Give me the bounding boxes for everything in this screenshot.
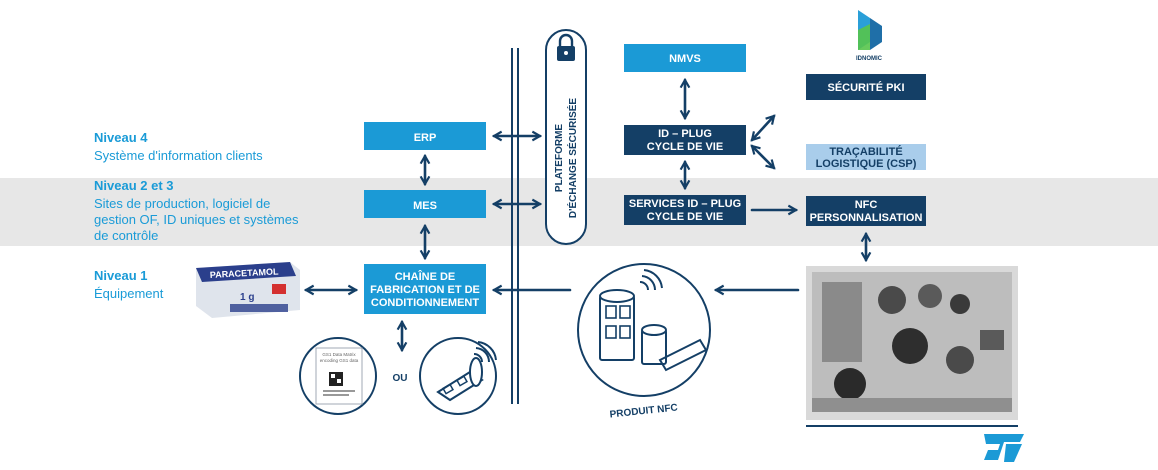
- chaine-label: CHAÎNE DE FABRICATION ET DE CONDITIONNEM…: [370, 270, 480, 309]
- svg-text:TRAÇABILITÉ: TRAÇABILITÉ: [829, 145, 902, 158]
- svg-text:de contrôle: de contrôle: [94, 228, 158, 243]
- svg-text:Système d'information clients: Système d'information clients: [94, 148, 263, 163]
- tracabilite-box: [806, 144, 926, 170]
- svg-text:SERVICES ID – PLUG: SERVICES ID – PLUG: [629, 198, 741, 210]
- lock-icon: [557, 33, 575, 61]
- svg-text:ID – PLUG: ID – PLUG: [658, 128, 712, 140]
- st-logo-icon: [984, 434, 1024, 462]
- datamatrix-card: GS1 Data Matrix encoding GS1 data: [299, 337, 377, 415]
- chaine-box: [364, 264, 486, 314]
- svg-text:IDNOMIC: IDNOMIC: [856, 56, 883, 62]
- idnomic-logo-icon: IDNOMIC: [856, 10, 883, 62]
- nfc-product-circle: PRODUIT NFC: [577, 263, 711, 421]
- svg-text:Niveau 4: Niveau 4: [94, 130, 148, 145]
- idplug-box: [624, 125, 746, 155]
- svg-text:CONDITIONNEMENT: CONDITIONNEMENT: [371, 297, 479, 309]
- idplug-pki-arrow: [750, 114, 776, 142]
- svg-text:gestion OF, ID uniques et syst: gestion OF, ID uniques et systèmes: [94, 212, 299, 227]
- nfc-label: NFC PERSONNALISATION: [810, 199, 923, 224]
- svg-text:NFC: NFC: [855, 199, 878, 211]
- pki-label: SÉCURITÉ PKI: [827, 81, 904, 94]
- svg-text:GS1 Data Matrix: GS1 Data Matrix: [322, 352, 356, 357]
- platform-label-1: PLATEFORME: [554, 124, 565, 192]
- erp-box: [364, 122, 486, 150]
- nmvs-label: NMVS: [669, 53, 701, 65]
- level-4-label: Niveau 4 Système d'information clients: [94, 130, 263, 163]
- nfc-product-label: PRODUIT NFC: [609, 402, 678, 420]
- svg-text:Équipement: Équipement: [94, 286, 164, 301]
- svg-text:Sites de production, logiciel: Sites de production, logiciel de: [94, 196, 270, 211]
- svg-text:PERSONNALISATION: PERSONNALISATION: [810, 212, 923, 224]
- mes-label: MES: [413, 200, 437, 212]
- svg-text:CYCLE DE VIE: CYCLE DE VIE: [647, 211, 723, 223]
- services-box: [624, 195, 746, 225]
- paracetamol-dose: 1 g: [240, 292, 254, 303]
- svg-text:CHAÎNE DE: CHAÎNE DE: [395, 270, 456, 283]
- level-1-label: Niveau 1 Équipement: [94, 268, 164, 301]
- paracetamol-box: PARACETAMOL 1 g: [196, 262, 300, 318]
- nfc-roll-circle: [419, 337, 497, 415]
- nfc-box: [806, 196, 926, 226]
- idplug-tracabilite-arrow: [750, 144, 776, 170]
- svg-text:CYCLE DE VIE: CYCLE DE VIE: [647, 141, 723, 153]
- tracabilite-label: TRAÇABILITÉ LOGISTIQUE (CSP): [816, 145, 917, 170]
- erp-label: ERP: [414, 132, 437, 144]
- nmvs-box: [624, 44, 746, 72]
- svg-text:Niveau 1: Niveau 1: [94, 268, 147, 283]
- mes-box: [364, 190, 486, 218]
- svg-text:Niveau 2 et 3: Niveau 2 et 3: [94, 178, 174, 193]
- svg-text:FABRICATION ET DE: FABRICATION ET DE: [370, 284, 480, 296]
- svg-text:encoding GS1 data: encoding GS1 data: [320, 358, 359, 363]
- idplug-label: ID – PLUG CYCLE DE VIE: [647, 128, 723, 153]
- secure-platform: PLATEFORME D'ÉCHANGE SÉCURISÉE: [545, 29, 587, 245]
- svg-text:LOGISTIQUE (CSP): LOGISTIQUE (CSP): [816, 158, 917, 170]
- printing-machine-image: [806, 266, 1018, 420]
- ou-label: OU: [393, 373, 408, 384]
- paracetamol-brand: PARACETAMOL: [210, 266, 280, 280]
- level-2-3-label: Niveau 2 et 3 Sites de production, logic…: [94, 178, 299, 243]
- services-label: SERVICES ID – PLUG CYCLE DE VIE: [629, 198, 741, 223]
- platform-label-2: D'ÉCHANGE SÉCURISÉE: [566, 98, 579, 219]
- pki-box: [806, 74, 926, 100]
